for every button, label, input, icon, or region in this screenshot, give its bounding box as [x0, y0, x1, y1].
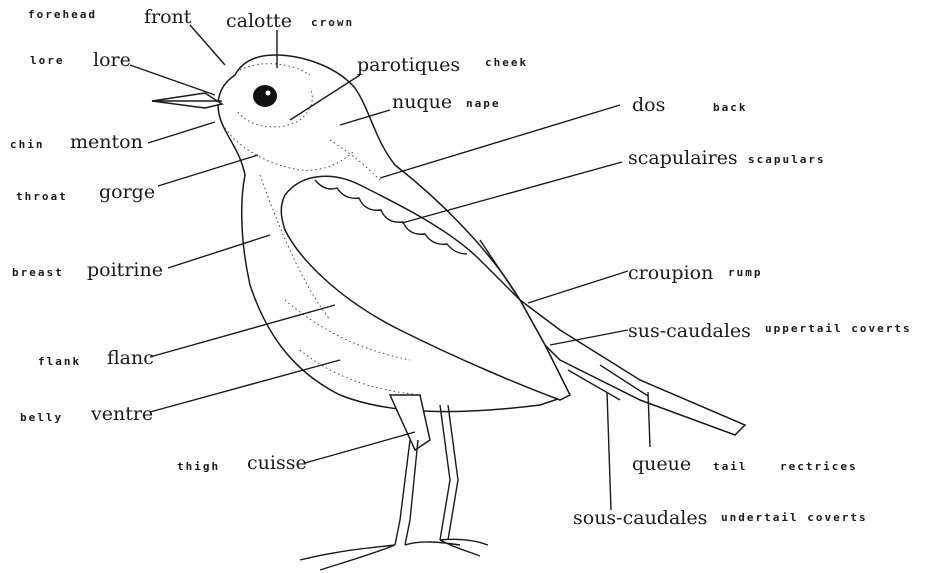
- label-cheek-fr: parotiques: [357, 54, 460, 76]
- label-back-en: back: [713, 101, 748, 114]
- label-scapulars-fr: scapulaires: [628, 147, 738, 169]
- label-nape-fr: nuque: [392, 91, 452, 113]
- feet: [299, 538, 489, 571]
- label-chin-fr: menton: [70, 131, 143, 153]
- tail-line-1: [599, 364, 649, 397]
- tract-belly: [299, 349, 421, 396]
- scapular-feathers: [314, 179, 468, 255]
- label-tail-extra: rectrices: [780, 460, 858, 473]
- label-chin-en: chin: [10, 138, 45, 151]
- label-flank-fr: flanc: [107, 347, 154, 369]
- label-throat-fr: gorge: [99, 181, 155, 203]
- label-thigh-fr: cuisse: [247, 452, 307, 474]
- label-breast-fr: poitrine: [87, 259, 163, 281]
- label-crown-en: crown: [311, 16, 354, 29]
- label-belly-en: belly: [20, 411, 63, 424]
- label-flank-en: flank: [38, 355, 81, 368]
- tail-line-2: [567, 369, 621, 401]
- eye-highlight: [265, 90, 271, 96]
- label-lore-fr: lore: [93, 49, 131, 71]
- label-forehead-fr: front: [144, 6, 192, 28]
- leader-lines: [129, 24, 651, 511]
- label-thigh-en: thigh: [177, 460, 220, 473]
- label-throat-en: throat: [16, 190, 68, 203]
- wing: [280, 175, 572, 401]
- label-nape-en: nape: [466, 97, 501, 110]
- eye: [253, 85, 277, 107]
- label-tail-fr: queue: [632, 453, 691, 475]
- label-undertail-fr: sous-caudales: [573, 507, 707, 529]
- label-rump-fr: croupion: [628, 262, 713, 284]
- label-cheek-en: cheek: [485, 56, 528, 69]
- label-crown-fr: calotte: [226, 10, 292, 32]
- label-back-fr: dos: [632, 94, 665, 116]
- leg-front: [394, 439, 419, 546]
- label-rump-en: rump: [728, 266, 763, 279]
- tract-flank: [284, 299, 411, 361]
- leg-back: [439, 404, 459, 541]
- label-tail-en: tail: [713, 460, 748, 473]
- thigh: [388, 394, 431, 452]
- tract-breast: [259, 174, 331, 321]
- wing-edge: [479, 239, 521, 301]
- label-lore-en: lore: [30, 54, 65, 67]
- tract-nape: [329, 139, 381, 181]
- label-scapulars-en: scapulars: [748, 153, 826, 166]
- label-forehead-en: forehead: [28, 8, 97, 21]
- label-uppertail-fr: sus-caudales: [628, 320, 751, 342]
- label-belly-fr: ventre: [90, 403, 153, 425]
- label-breast-en: breast: [12, 266, 64, 279]
- label-undertail-en: undertail coverts: [721, 511, 868, 524]
- label-uppertail-en: uppertail coverts: [765, 322, 912, 335]
